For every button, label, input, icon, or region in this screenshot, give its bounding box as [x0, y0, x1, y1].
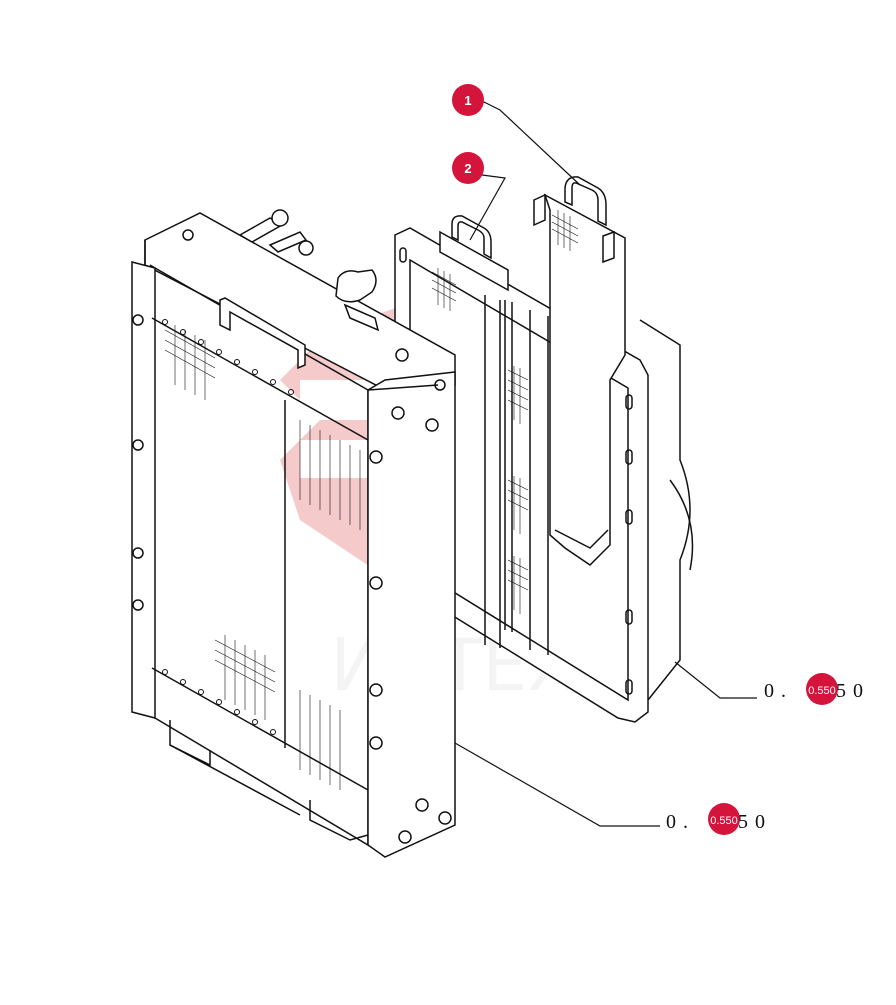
reference-1-badge-circle — [806, 673, 838, 705]
reference-2-badge-circle — [708, 803, 740, 835]
core-mesh — [164, 325, 361, 790]
reference-1-suffix: 5 0 — [836, 680, 864, 702]
rail-holes — [162, 319, 294, 735]
radiator-cap — [335, 269, 380, 332]
reference-2-badge: 0.550 — [710, 815, 738, 827]
screen-slide-1 — [533, 176, 626, 566]
callout-2[interactable]: 2 — [452, 152, 484, 184]
frame-slots — [399, 247, 633, 695]
reference-2[interactable]: 0 . 0.550 5 0 — [666, 803, 766, 835]
pipe-fittings — [182, 209, 409, 362]
reference-1[interactable]: 0 . 0.550 5 0 — [764, 673, 864, 705]
callout-1[interactable]: 1 — [452, 84, 484, 116]
screen-slide-2 — [431, 215, 529, 614]
leader-lines — [454, 99, 757, 827]
mesh-pattern — [551, 210, 579, 251]
leader-line-2 — [469, 174, 506, 241]
reference-1-badge: 0.550 — [808, 685, 836, 697]
mesh-pattern-2 — [431, 268, 529, 614]
reference-2-prefix: 0 . — [666, 811, 689, 833]
callout-2-label: 2 — [464, 161, 471, 176]
radiator — [131, 209, 456, 858]
leader-line-ref-1 — [674, 661, 757, 699]
leader-line-1 — [479, 99, 581, 186]
leader-line-ref-2 — [454, 742, 660, 827]
callout-1-label: 1 — [464, 93, 471, 108]
rivets — [132, 314, 452, 844]
reference-2-suffix: 5 0 — [738, 811, 766, 833]
reference-1-prefix: 0 . — [764, 680, 787, 702]
